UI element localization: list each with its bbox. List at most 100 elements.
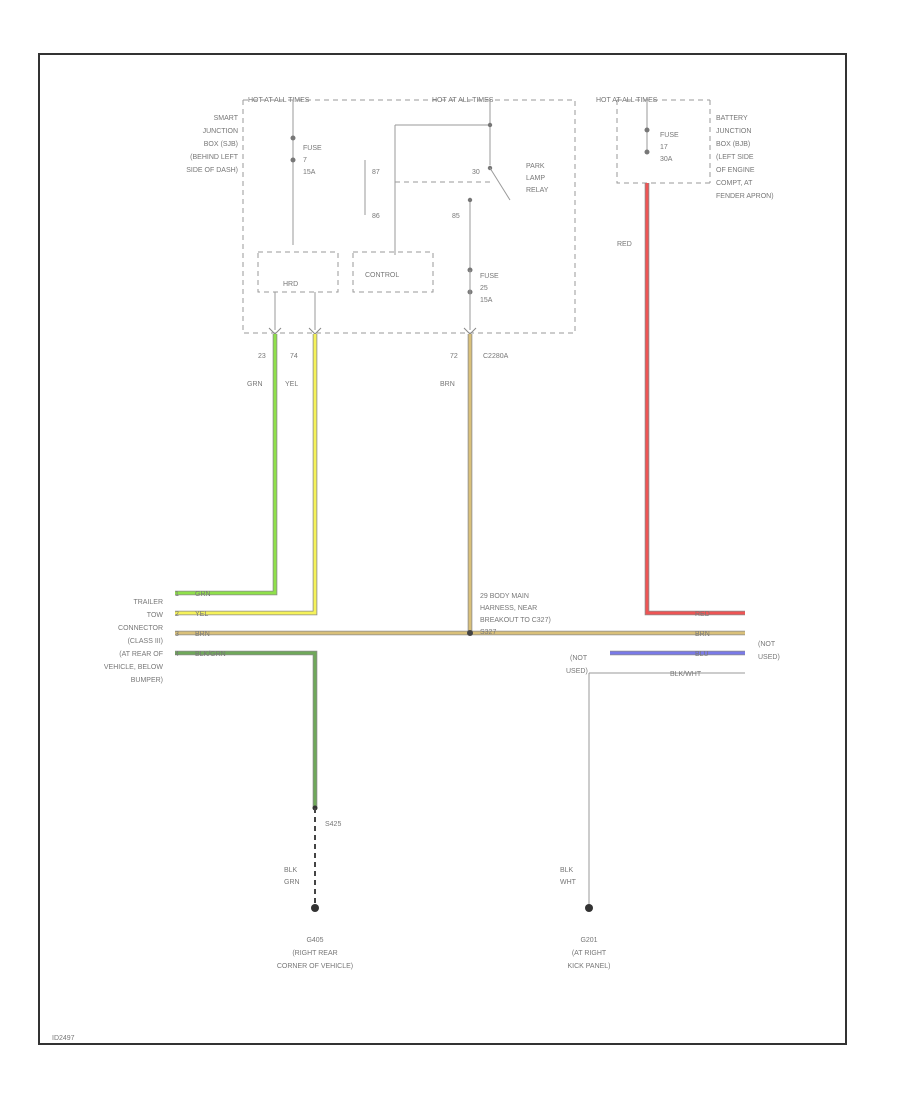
fuse25-number: 25 [480, 285, 488, 292]
sjb-name-line: SIDE OF DASH) [186, 167, 238, 174]
fuse7-number: 7 [303, 157, 307, 164]
wire-blk-wht [588, 672, 745, 905]
wire-label-pin1: GRN [195, 591, 211, 598]
sjb-name-line: JUNCTION [203, 128, 238, 135]
bjb-name-line: COMPT, AT [716, 180, 753, 187]
fuse7-label: FUSE [303, 145, 322, 152]
g405-location: CORNER OF VEHICLE) [277, 963, 353, 970]
fuse7-rating: 15A [303, 169, 316, 176]
connector-name-line: BUMPER) [131, 677, 163, 684]
g201-wire-label: WHT [560, 879, 577, 886]
bjb-fuse-label: FUSE [660, 132, 679, 139]
fuse7-bottom-dot [290, 157, 296, 163]
pin-label-23: 23 [258, 353, 266, 360]
g405-location: (RIGHT REAR [292, 950, 337, 957]
fuse25-rating: 15A [480, 297, 493, 304]
bjb-fuse-rating: 30A [660, 156, 673, 163]
wire-label-brn: BRN [440, 381, 455, 388]
splice-label-line: BREAKOUT TO C327) [480, 617, 551, 624]
fuse7-top-dot [290, 135, 296, 141]
connector-name-line: CONNECTOR [118, 625, 163, 632]
relay-pin: 30 [472, 169, 480, 176]
connector-name-line: VEHICLE, BELOW [104, 664, 164, 671]
connector-name-line: (AT REAR OF [119, 651, 163, 658]
not-used-label-2: (NOT [570, 655, 588, 662]
control-label: CONTROL [365, 272, 399, 279]
park-lamp-relay: 87 86 30 85 PARK LAMP RELAY [364, 100, 549, 270]
wire-label-pin4: BLK/GRN [195, 651, 226, 658]
g405-splice-label: S425 [325, 821, 341, 828]
bjb-name-line: OF ENGINE [716, 167, 755, 174]
bjb-fuse-number: 17 [660, 144, 668, 151]
g201-location: KICK PANEL) [567, 963, 610, 970]
connector-pin: 1 [175, 591, 179, 598]
g405-wire-label: GRN [284, 879, 300, 886]
hrd-module [257, 251, 339, 293]
not-used-label: (NOT [758, 641, 776, 648]
wire-red [645, 183, 745, 615]
fuse25-label: FUSE [480, 273, 499, 280]
wire-blk-grn [175, 651, 317, 808]
wire-label-grn: GRN [247, 381, 263, 388]
relay-name-line: PARK [526, 163, 545, 170]
bjb-name-line: (LEFT SIDE [716, 154, 754, 161]
wire-label-red: RED [617, 241, 632, 248]
sjb-outline [242, 100, 576, 334]
bjb-outline [616, 99, 710, 184]
g201-name: G201 [580, 937, 597, 944]
bjb-fuse-top-dot [644, 127, 650, 133]
sjb-name-line: (BEHIND LEFT [190, 154, 239, 161]
connector-pin: 4 [175, 651, 179, 658]
sjb-name-line: BOX (SJB) [204, 141, 238, 148]
bjb-name-line: BATTERY [716, 115, 748, 122]
g201-location: (AT RIGHT [572, 950, 607, 957]
connector-label-c2280a: C2280A [483, 353, 509, 360]
wire-brn [175, 334, 745, 635]
connector-pin: 3 [175, 631, 179, 638]
g405-name: G405 [306, 937, 323, 944]
relay-pin: 86 [372, 213, 380, 220]
wire-label-right-red: RED [695, 611, 710, 618]
wire-grn [175, 334, 277, 595]
hrd-label: HRD [283, 281, 298, 288]
connector-name-line: TOW [147, 612, 164, 619]
sjb-name-line: SMART [214, 115, 239, 122]
bjb-name: BATTERY JUNCTION BOX (BJB) (LEFT SIDE OF… [716, 115, 774, 200]
wire-label-pin3: BRN [195, 631, 210, 638]
trailer-tow-connector-label: TRAILER TOW CONNECTOR (CLASS III) (AT RE… [104, 599, 164, 684]
g405-wire-label: BLK [284, 867, 298, 874]
relay-pin: 87 [372, 169, 380, 176]
not-used-label: USED) [758, 654, 780, 661]
pin-label-74: 74 [290, 353, 298, 360]
wire-yel [175, 334, 317, 615]
splice-s327 [467, 630, 473, 636]
ground-g405-icon [311, 904, 319, 912]
sjb-hot-label-left: HOT AT ALL TIMES [248, 97, 310, 104]
relay-name-line: RELAY [526, 187, 549, 194]
not-used-label-2: USED) [566, 668, 588, 675]
wire-label-right-blu: BLU [695, 651, 709, 658]
bjb-name-line: BOX (BJB) [716, 141, 750, 148]
control-module [352, 251, 434, 293]
splice-label-line: HARNESS, NEAR [480, 605, 537, 612]
wire-label-right-brn: BRN [695, 631, 710, 638]
bjb-name-line: FENDER APRON) [716, 193, 774, 200]
diagram-id: ID2497 [52, 1035, 75, 1042]
bjb-fuse-bottom-dot [644, 149, 650, 155]
wire-label-pin2: YEL [195, 611, 208, 618]
g201-wire-label: BLK [560, 867, 574, 874]
bjb-name-line: JUNCTION [716, 128, 751, 135]
wire-grn-edge [175, 334, 278, 596]
bjb-hot-label: HOT AT ALL TIMES [596, 97, 658, 104]
pin-label-72: 72 [450, 353, 458, 360]
relay-pin: 85 [452, 213, 460, 220]
splice-id: S327 [480, 629, 496, 636]
connector-name-line: (CLASS III) [128, 638, 163, 645]
splice-label-line: 29 BODY MAIN [480, 593, 529, 600]
connector-name-line: TRAILER [133, 599, 163, 606]
wire-label-yel: YEL [285, 381, 298, 388]
diagram-border [38, 53, 847, 1045]
wire-label-right-blkwht: BLK/WHT [670, 671, 702, 678]
connector-pin: 2 [175, 611, 179, 618]
